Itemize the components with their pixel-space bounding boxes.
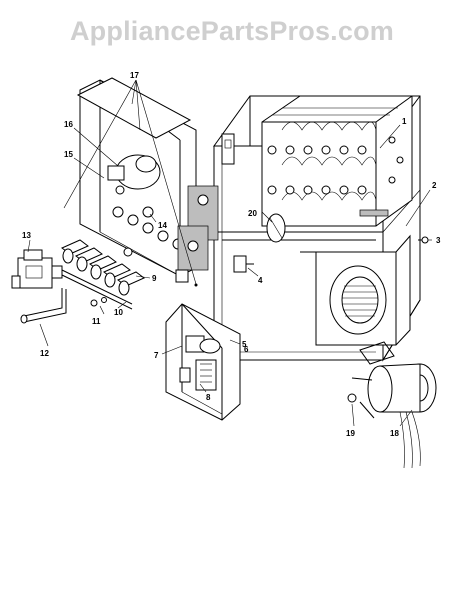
callout-10: 10 — [114, 308, 123, 317]
callout-2: 2 — [432, 181, 437, 190]
control-board-assembly — [165, 303, 241, 421]
blower-motor — [347, 341, 437, 469]
callout-14: 14 — [158, 221, 167, 230]
callout-13: 13 — [22, 231, 31, 240]
gas-pipe — [20, 288, 67, 324]
callout-4: 4 — [258, 276, 263, 285]
burner-row — [61, 239, 145, 310]
callout-16: 16 — [64, 120, 73, 129]
callout-12: 12 — [40, 349, 49, 358]
callout-3: 3 — [436, 236, 441, 245]
rollout-switch — [175, 269, 198, 287]
watermark-logo: AppliancePartsPros.com — [69, 16, 394, 46]
gas-valve — [11, 249, 63, 289]
callout-1: 1 — [402, 117, 407, 126]
leader-lines — [27, 79, 432, 427]
limit-switch — [221, 133, 235, 165]
callout-7: 7 — [154, 351, 159, 360]
capacitor — [266, 213, 286, 243]
callout-labels: 1 2 3 4 5 8 7 9 10 11 12 13 14 15 16 17 … — [22, 71, 441, 438]
callout-17: 17 — [130, 71, 139, 80]
callout-11: 11 — [92, 317, 101, 326]
callout-15: 15 — [64, 150, 73, 159]
callout-8: 8 — [206, 393, 211, 402]
orifice — [90, 297, 107, 307]
blower-assembly — [300, 234, 411, 346]
heat-exchanger — [261, 95, 413, 227]
callout-18: 18 — [390, 429, 399, 438]
callout-5: 5 — [242, 340, 247, 349]
inducer-blower — [107, 154, 161, 195]
callout-6: 6 — [244, 345, 249, 354]
callout-20: 20 — [248, 209, 257, 218]
gasket-strip — [177, 185, 219, 271]
callout-19: 19 — [346, 429, 355, 438]
door-switch — [233, 255, 254, 273]
callout-9: 9 — [152, 274, 157, 283]
